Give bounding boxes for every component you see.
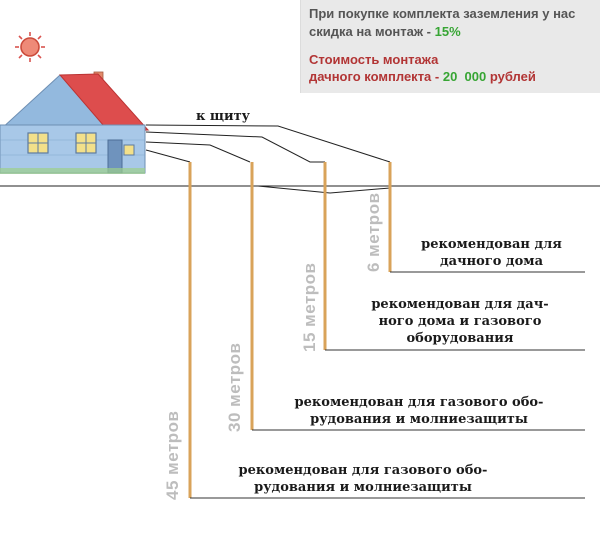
shield-label: к щиту — [196, 109, 250, 124]
wires — [145, 124, 391, 194]
rec-text-15m: рекомендован для дач- ного дома и газово… — [335, 296, 585, 347]
rec-baselines — [190, 271, 585, 499]
promo-discount-line2: скидка на монтаж - 15% — [309, 24, 461, 39]
rec-15m-line1: рекомендован для дач- — [371, 297, 549, 312]
promo-price-line1: Стоимость монтажа — [309, 52, 439, 67]
promo-discount-prefix: скидка на монтаж - — [309, 24, 435, 39]
rec-text-45m: рекомендован для газового обо- рудования… — [198, 462, 528, 496]
rec-30m-line2: рудования и молниезащиты — [310, 412, 528, 427]
house-icon — [0, 71, 150, 174]
rec-6m-line2: дачного дома — [439, 254, 543, 269]
rec-text-30m: рекомендован для газового обо- рудования… — [260, 394, 578, 428]
depth-label-30m: 30 метров — [225, 342, 244, 432]
rec-45m-line1: рекомендован для газового обо- — [238, 463, 488, 478]
promo-discount-value: 15% — [434, 24, 461, 39]
rec-45m-line2: рудования и молниезащиты — [254, 480, 472, 495]
promo-discount-line1: При покупке комплекта заземления у нас — [309, 6, 576, 21]
rec-30m-line1: рекомендован для газового обо- — [294, 395, 544, 410]
rec-15m-line3: оборудования — [406, 331, 514, 346]
ground-rods — [188, 162, 392, 498]
rec-15m-line2: ного дома и газового — [378, 314, 542, 329]
rec-text-6m: рекомендован для дачного дома — [398, 236, 585, 270]
depth-label-15m: 15 метров — [300, 262, 319, 352]
promo-price-line2: дачного комплекта - 20 000 рублей — [309, 69, 536, 84]
promo-box: При покупке комплекта заземления у нас с… — [300, 0, 600, 93]
depth-label-45m: 45 метров — [163, 410, 182, 500]
promo-price-prefix: дачного комплекта - — [309, 69, 443, 84]
depth-label-6m: 6 метров — [364, 192, 383, 272]
promo-price-value: 20 000 — [442, 69, 487, 84]
sun-icon — [15, 32, 45, 62]
promo-price-suffix: рублей — [486, 69, 536, 84]
rec-6m-line1: рекомендован для — [421, 237, 562, 252]
